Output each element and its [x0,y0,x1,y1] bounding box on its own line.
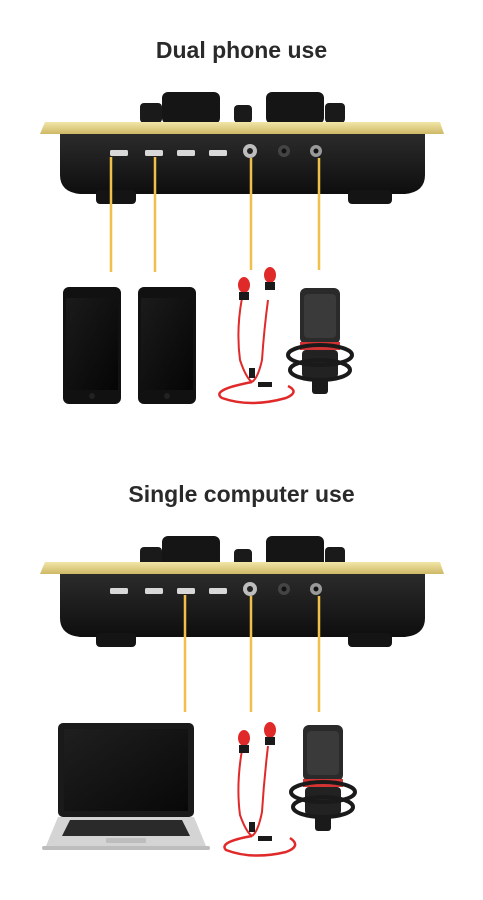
foot [96,190,136,204]
gold-top-plate [40,562,444,574]
single-computer-panel: Single computer use [0,450,483,900]
small-knob-icon [140,103,162,123]
usb-port-icon [209,150,227,156]
large-knob-icon [266,536,324,568]
large-knob-icon [266,92,324,124]
cables [109,157,321,272]
usb-port-icon [177,588,195,594]
usb-port-icon [177,150,195,156]
microphone-icon [289,725,357,831]
sound-card [40,536,444,647]
phone-icon [138,287,196,404]
foot [348,633,392,647]
large-knob-icon [162,536,220,568]
earphones-icon [218,267,295,405]
dual-phone-diagram [40,92,444,405]
usb-port-icon [110,150,128,156]
gold-top-plate [40,122,444,134]
laptop-icon [42,723,210,850]
single-computer-diagram [40,536,444,857]
usb-port-icon [110,588,128,594]
card-body [60,574,425,637]
usb-port-icon [145,588,163,594]
small-knob-icon [234,105,252,123]
earphones-icon [223,722,297,857]
microphone-icon [286,288,354,394]
dual-phone-panel: Dual phone use [40,37,444,405]
dual-phone-title: Dual phone use [155,37,328,63]
usb-port-icon [209,588,227,594]
cables [183,595,321,712]
usb-port-icon [145,150,163,156]
small-knob-icon [325,103,345,123]
card-body [60,134,425,194]
foot [348,190,392,204]
phone-icon [63,287,121,404]
single-computer-title: Single computer use [128,481,355,507]
large-knob-icon [162,92,220,124]
foot [96,633,136,647]
sound-card [40,92,444,204]
